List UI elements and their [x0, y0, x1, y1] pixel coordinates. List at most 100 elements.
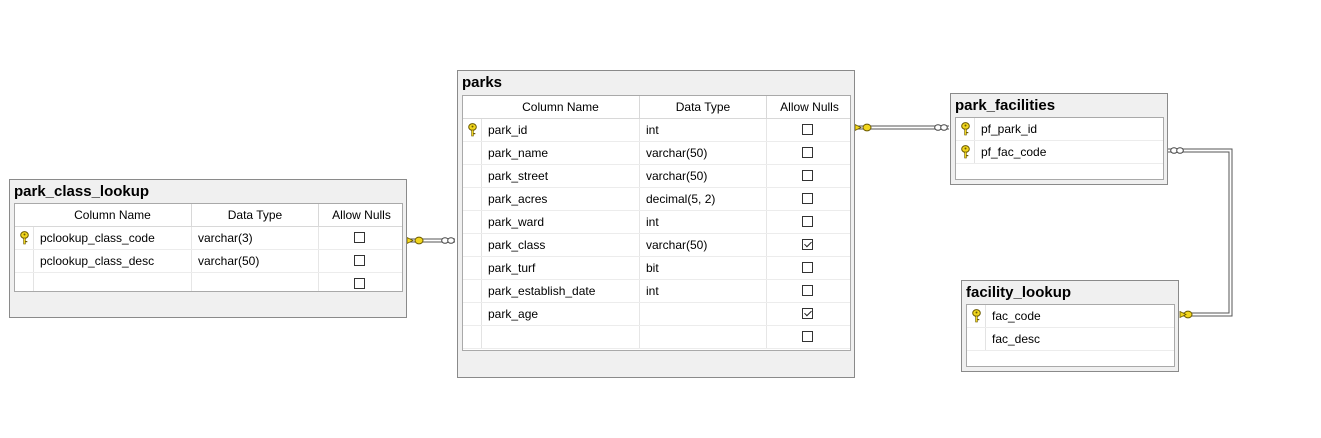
- data-type-cell[interactable]: int: [639, 211, 766, 233]
- row-selector[interactable]: [15, 250, 34, 272]
- column-name-cell[interactable]: park_class: [488, 238, 546, 252]
- header-data-type: Data Type: [639, 96, 766, 118]
- column-name-cell[interactable]: park_ward: [488, 215, 545, 229]
- column-name-cell[interactable]: pf_fac_code: [981, 145, 1047, 159]
- column-name-cell[interactable]: pclookup_class_code: [40, 231, 155, 245]
- allow-nulls-checkbox[interactable]: [802, 147, 813, 158]
- data-type-cell[interactable]: [639, 303, 766, 325]
- relationship-parks-to-park-facilities[interactable]: [854, 123, 949, 132]
- allow-nulls-cell: [766, 326, 850, 348]
- row-selector[interactable]: [463, 211, 482, 233]
- table-row[interactable]: park_class varchar(50): [463, 234, 850, 257]
- data-type-cell[interactable]: decimal(5, 2): [639, 188, 766, 210]
- column-grid: Column Name Data Type Allow Nulls pclook…: [14, 203, 403, 292]
- row-selector[interactable]: [15, 227, 34, 249]
- column-name-cell[interactable]: [34, 273, 191, 291]
- data-type-cell[interactable]: varchar(3): [191, 227, 318, 249]
- table-row[interactable]: fac_desc: [967, 328, 1174, 351]
- table-row[interactable]: park_id int: [463, 119, 850, 142]
- data-type-cell[interactable]: varchar(50): [639, 165, 766, 187]
- column-grid: fac_code fac_desc: [966, 304, 1175, 367]
- column-name-cell[interactable]: [482, 326, 639, 348]
- row-selector[interactable]: [463, 257, 482, 279]
- table-row[interactable]: park_turf bit: [463, 257, 850, 280]
- column-name-cell[interactable]: park_age: [488, 307, 539, 321]
- allow-nulls-checkbox[interactable]: [802, 308, 813, 319]
- row-selector[interactable]: [463, 188, 482, 210]
- data-type-cell[interactable]: varchar(50): [639, 234, 766, 256]
- column-name-cell[interactable]: pf_park_id: [981, 122, 1038, 136]
- data-type-cell[interactable]: varchar(50): [191, 250, 318, 272]
- allow-nulls-cell: [766, 142, 850, 164]
- column-name-cell[interactable]: park_name: [488, 146, 549, 160]
- row-selector[interactable]: [956, 118, 975, 140]
- allow-nulls-checkbox[interactable]: [802, 239, 813, 250]
- column-name-cell[interactable]: park_acres: [488, 192, 548, 206]
- table-parks[interactable]: parks Column Name Data Type Allow Nulls …: [457, 70, 855, 378]
- primary-key-icon: [972, 309, 981, 323]
- data-type-cell[interactable]: varchar(50): [639, 142, 766, 164]
- data-type-cell[interactable]: bit: [639, 257, 766, 279]
- row-selector[interactable]: [463, 326, 482, 348]
- allow-nulls-cell: [766, 280, 850, 302]
- primary-key-icon: [961, 122, 970, 136]
- row-selector[interactable]: [463, 142, 482, 164]
- row-selector[interactable]: [463, 303, 482, 325]
- table-row[interactable]: park_establish_date int: [463, 280, 850, 303]
- row-selector[interactable]: [967, 305, 986, 327]
- row-selector[interactable]: [463, 165, 482, 187]
- allow-nulls-checkbox[interactable]: [354, 255, 365, 266]
- table-row[interactable]: [463, 326, 850, 349]
- column-name-cell[interactable]: pclookup_class_desc: [40, 254, 155, 268]
- relationship-class-lookup-to-parks[interactable]: [406, 236, 455, 245]
- column-name-cell[interactable]: park_street: [488, 169, 549, 183]
- column-name-cell[interactable]: fac_desc: [992, 332, 1041, 346]
- allow-nulls-checkbox[interactable]: [354, 278, 365, 289]
- data-type-cell[interactable]: [191, 273, 318, 291]
- column-name-cell[interactable]: park_turf: [488, 261, 536, 275]
- primary-key-icon: [20, 231, 29, 245]
- table-row[interactable]: park_age: [463, 303, 850, 326]
- allow-nulls-checkbox[interactable]: [802, 331, 813, 342]
- allow-nulls-checkbox[interactable]: [802, 124, 813, 135]
- table-row[interactable]: park_name varchar(50): [463, 142, 850, 165]
- table-row[interactable]: pf_park_id: [956, 118, 1163, 141]
- data-type-cell[interactable]: int: [639, 280, 766, 302]
- relationship-park-facilities-to-facility-lookup[interactable]: [1168, 147, 1233, 319]
- allow-nulls-checkbox[interactable]: [802, 216, 813, 227]
- allow-nulls-checkbox[interactable]: [354, 232, 365, 243]
- allow-nulls-cell: [766, 211, 850, 233]
- data-type-cell[interactable]: int: [639, 119, 766, 141]
- table-row[interactable]: park_ward int: [463, 211, 850, 234]
- allow-nulls-cell: [318, 227, 402, 249]
- data-type-cell[interactable]: [639, 326, 766, 348]
- column-name-cell[interactable]: fac_code: [992, 309, 1041, 323]
- allow-nulls-checkbox[interactable]: [802, 262, 813, 273]
- row-selector[interactable]: [15, 273, 34, 291]
- table-row[interactable]: pclookup_class_desc varchar(50): [15, 250, 402, 273]
- table-park-class-lookup[interactable]: park_class_lookup Column Name Data Type …: [9, 179, 407, 318]
- row-selector[interactable]: [956, 141, 975, 163]
- table-row[interactable]: fac_code: [967, 305, 1174, 328]
- row-selector[interactable]: [967, 328, 986, 350]
- row-selector[interactable]: [463, 280, 482, 302]
- allow-nulls-checkbox[interactable]: [802, 285, 813, 296]
- row-selector[interactable]: [463, 234, 482, 256]
- allow-nulls-checkbox[interactable]: [802, 170, 813, 181]
- table-title: parks: [462, 74, 503, 91]
- table-row[interactable]: park_street varchar(50): [463, 165, 850, 188]
- column-name-cell[interactable]: park_id: [488, 123, 528, 137]
- table-row[interactable]: park_acres decimal(5, 2): [463, 188, 850, 211]
- allow-nulls-cell: [766, 257, 850, 279]
- table-row[interactable]: [15, 273, 402, 291]
- column-name-cell[interactable]: park_establish_date: [488, 284, 596, 298]
- allow-nulls-cell: [318, 273, 402, 291]
- row-selector[interactable]: [463, 119, 482, 141]
- table-row[interactable]: pclookup_class_code varchar(3): [15, 227, 402, 250]
- table-row[interactable]: pf_fac_code: [956, 141, 1163, 164]
- allow-nulls-cell: [766, 303, 850, 325]
- allow-nulls-checkbox[interactable]: [802, 193, 813, 204]
